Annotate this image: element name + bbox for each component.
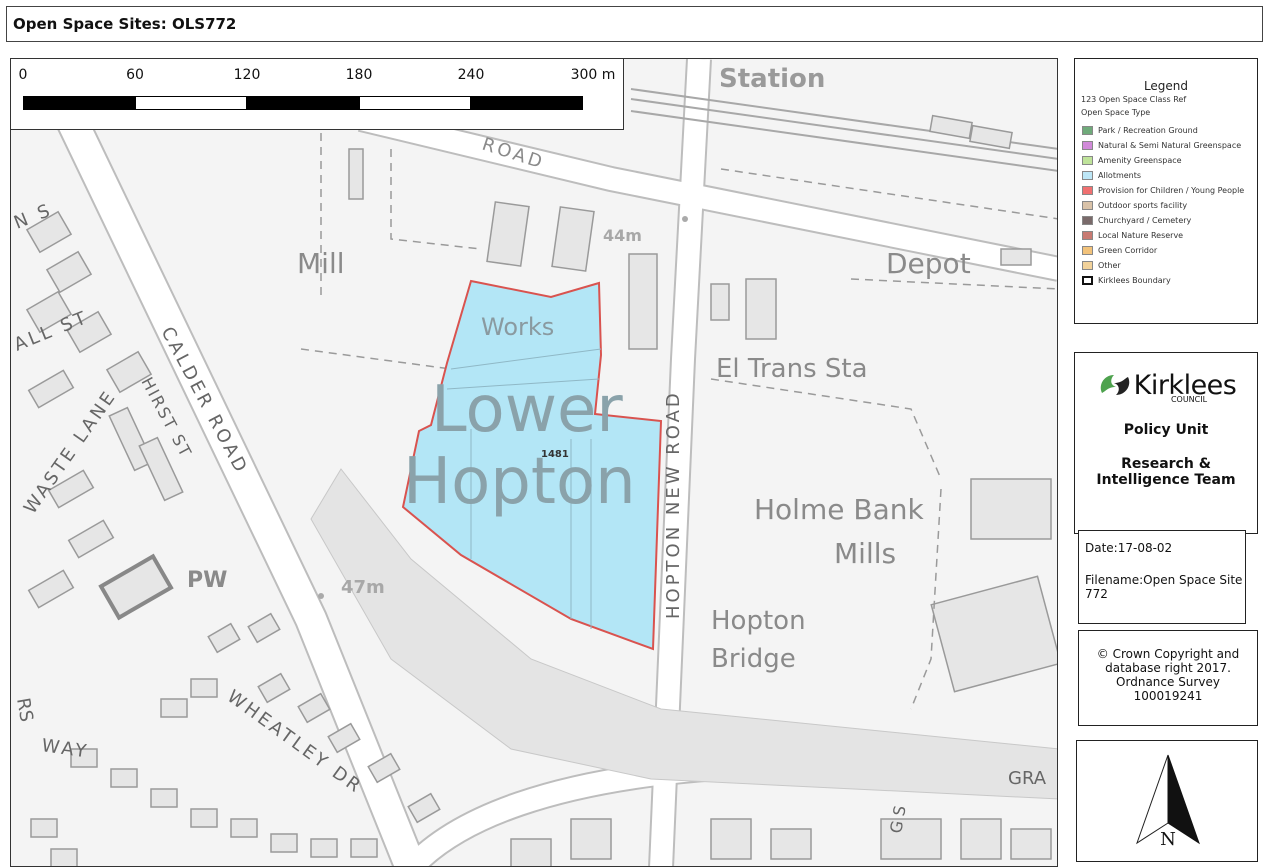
label-works: Works — [481, 313, 554, 341]
title-bar: Open Space Sites: OLS772 — [6, 6, 1263, 42]
legend-label: Provision for Children / Young People — [1098, 186, 1245, 195]
legend-class-ref: 123 Open Space Class Ref — [1081, 95, 1187, 104]
legend-item: Provision for Children / Young People — [1075, 183, 1257, 198]
kirklees-swirl-icon — [1100, 375, 1129, 395]
legend-swatch — [1082, 261, 1093, 270]
legend-swatch — [1082, 171, 1093, 180]
label-site-ref: 1481 — [541, 449, 569, 460]
label-height-44: 44m — [603, 226, 642, 245]
legend-label: Churchyard / Cemetery — [1098, 216, 1192, 225]
legend-label: Park / Recreation Ground — [1098, 126, 1198, 135]
scale-segment — [359, 96, 471, 110]
legend-label: Amenity Greenspace — [1098, 156, 1182, 165]
label-hopton: Hopton — [403, 445, 636, 519]
scale-segment — [135, 96, 247, 110]
legend-swatch — [1082, 141, 1093, 150]
legend-swatch — [1082, 246, 1093, 255]
map-canvas[interactable]: Station ROAD 44m Mill Depot Works Lower … — [11, 59, 1058, 867]
label-hopton-bridge-1: Hopton — [711, 606, 806, 636]
scale-tick-240: 240 — [457, 67, 485, 83]
metadata-panel: Date:17-08-02 Filename:Open Space Site 7… — [1078, 530, 1246, 624]
legend-item: Other — [1075, 258, 1257, 273]
label-lower: Lower — [431, 373, 623, 447]
scale-bar: 0 60 120 180 240 300 m — [10, 58, 624, 130]
label-pw: PW — [187, 568, 227, 593]
legend-item: Churchyard / Cemetery — [1075, 213, 1257, 228]
legend-label: Outdoor sports facility — [1098, 201, 1188, 210]
policy-unit: Policy Unit — [1123, 422, 1209, 438]
label-holme-bank: Holme Bank — [754, 493, 924, 526]
legend-type-heading: Open Space Type — [1081, 108, 1151, 117]
legend-item: Kirklees Boundary — [1075, 273, 1257, 288]
legend-swatch — [1082, 126, 1093, 135]
legend-item: Outdoor sports facility — [1075, 198, 1257, 213]
label-calder-road: CALDER ROAD — [157, 323, 252, 478]
scale-segment — [247, 96, 359, 110]
legend-label: Other — [1098, 261, 1121, 270]
legend-swatch — [1082, 186, 1093, 195]
copyright-line-1: © Crown Copyright and — [1096, 647, 1240, 661]
scale-tick-180: 180 — [345, 67, 373, 83]
research-line-2: Intelligence Team — [1096, 472, 1236, 488]
page-title: Open Space Sites: OLS772 — [13, 15, 237, 33]
copyright-line-3: Ordnance Survey — [1116, 675, 1220, 689]
scale-tick-0: 0 — [18, 67, 28, 83]
copyright-line-2: database right 2017. — [1105, 661, 1231, 675]
label-depot: Depot — [886, 247, 971, 280]
kirklees-logo: Kirklees — [1075, 369, 1257, 401]
river-band — [310, 468, 1057, 800]
label-hopton-bridge-2: Bridge — [711, 644, 796, 674]
legend-label: Kirklees Boundary — [1098, 276, 1171, 285]
filename-line-2: 772 — [1085, 587, 1108, 601]
copyright-panel: © Crown Copyright and database right 201… — [1078, 630, 1258, 726]
legend-swatch — [1082, 216, 1093, 225]
north-label: N — [1160, 829, 1176, 850]
legend-item: Natural & Semi Natural Greenspace — [1075, 138, 1257, 153]
legend-swatch — [1082, 201, 1093, 210]
open-space-site-1481[interactable] — [401, 279, 663, 651]
label-el-trans-sta: El Trans Sta — [716, 354, 868, 384]
legend-label: Local Nature Reserve — [1098, 231, 1184, 240]
label-rs: RS — [12, 696, 37, 723]
legend-title: Legend — [1143, 79, 1189, 93]
legend-label: Natural & Semi Natural Greenspace — [1098, 141, 1242, 150]
label-mill: Mill — [297, 247, 345, 280]
legend-swatch — [1082, 156, 1093, 165]
logo-name: Kirklees — [1133, 369, 1237, 401]
scale-segment — [23, 96, 135, 110]
legend-swatch — [1082, 231, 1093, 240]
legend-item: Allotments — [1075, 168, 1257, 183]
north-arrow-icon: N — [1136, 754, 1200, 850]
legend-item: Amenity Greenspace — [1075, 153, 1257, 168]
label-station: Station — [719, 64, 825, 94]
scale-tick-120: 120 — [233, 67, 261, 83]
label-hopton-new-road: HOPTON NEW ROAD — [663, 390, 684, 619]
scale-tick-60: 60 — [126, 67, 144, 83]
label-gs: G S — [886, 804, 910, 835]
logo-council: COUNCIL — [1170, 395, 1208, 404]
legend-item: Green Corridor — [1075, 243, 1257, 258]
research-line-1: Research & — [1121, 456, 1211, 472]
map-frame[interactable]: Station ROAD 44m Mill Depot Works Lower … — [10, 58, 1058, 867]
buildings — [25, 114, 1057, 866]
scale-tick-300: 300 m — [570, 67, 616, 83]
date-text: Date:17-08-02 — [1085, 541, 1173, 555]
copyright-line-4: 100019241 — [1133, 689, 1203, 703]
north-arrow-panel: N — [1076, 740, 1258, 862]
legend-label: Allotments — [1098, 171, 1142, 180]
legend-item: Local Nature Reserve — [1075, 228, 1257, 243]
label-way: WAY — [40, 735, 90, 762]
label-mills: Mills — [834, 537, 896, 570]
legend-panel: Legend 123 Open Space Class Ref Open Spa… — [1074, 58, 1258, 324]
label-gra: GRA — [1008, 768, 1047, 789]
scale-segment — [471, 96, 583, 110]
legend-item: Park / Recreation Ground — [1075, 123, 1257, 138]
filename-line-1: Filename:Open Space Site — [1085, 573, 1243, 587]
legend-label: Green Corridor — [1098, 246, 1158, 255]
legend-swatch — [1082, 276, 1093, 285]
label-height-47: 47m — [341, 577, 385, 598]
organisation-panel: Kirklees COUNCIL Policy Unit Research & … — [1074, 352, 1258, 534]
